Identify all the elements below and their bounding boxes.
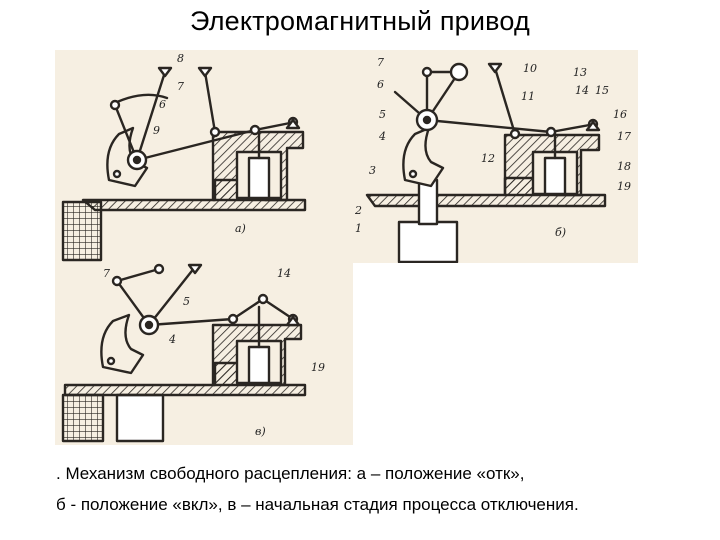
callout-b-12: 15 (595, 84, 609, 97)
callout-c-2: 5 (183, 295, 190, 308)
callout-b-6: 2 (355, 204, 362, 217)
lower-block (115, 393, 165, 443)
callout-b-8: 10 (523, 62, 537, 75)
hook-lever (100, 313, 145, 375)
callout-b-10: 11 (521, 90, 535, 103)
figure-b: 7 6 5 4 3 2 1 10 13 11 14 15 16 17 12 18… (355, 50, 638, 263)
callout-a-3: 6 (159, 98, 166, 111)
callout-b-17: 19 (617, 180, 631, 193)
callout-a-4: 9 (153, 124, 160, 137)
callout-c-5: 19 (311, 361, 325, 374)
plunger (247, 345, 271, 385)
callout-b-9: 13 (573, 66, 587, 79)
figure-a-label: а) (235, 222, 246, 235)
lower-rod (417, 178, 439, 226)
callout-b-5: 3 (369, 164, 376, 177)
callout-b-16: 18 (617, 160, 631, 173)
base-block-left (61, 200, 103, 262)
base-block-left (61, 393, 105, 443)
figure-c: 7 5 4 14 19 в) (55, 263, 353, 445)
figure-caption: . Механизм свободного расцепления: а – п… (56, 458, 696, 520)
callout-c-3: 4 (168, 333, 176, 346)
callout-b-4: 4 (378, 130, 386, 143)
callout-b-7: 1 (355, 222, 362, 235)
page-title: Электромагнитный привод (189, 6, 531, 36)
callout-b-3: 5 (379, 108, 386, 121)
figure-b-label: б) (555, 226, 566, 239)
hook-lever (402, 126, 445, 188)
callout-a-1: 8 (177, 52, 184, 65)
caption-line-1: . Механизм свободного расцепления: а – п… (56, 464, 525, 483)
plunger (247, 156, 271, 200)
callout-b-1: 7 (377, 56, 384, 69)
callout-b-11: 14 (575, 84, 589, 97)
figure-a: 8 7 6 9 а) (55, 50, 355, 263)
callout-b-15: 12 (481, 152, 495, 165)
callout-b-13: 16 (613, 108, 627, 121)
callout-c-4: 14 (277, 267, 291, 280)
figure-c-label: в) (255, 425, 266, 438)
callout-b-14: 17 (617, 130, 631, 143)
callout-b-2: 6 (377, 78, 384, 91)
callout-a-2: 7 (177, 80, 184, 93)
caption-line-2: б - положение «вкл», в – начальная стади… (56, 495, 579, 514)
callout-c-1: 7 (103, 267, 110, 280)
plunger (543, 156, 567, 196)
lower-block (397, 220, 459, 263)
